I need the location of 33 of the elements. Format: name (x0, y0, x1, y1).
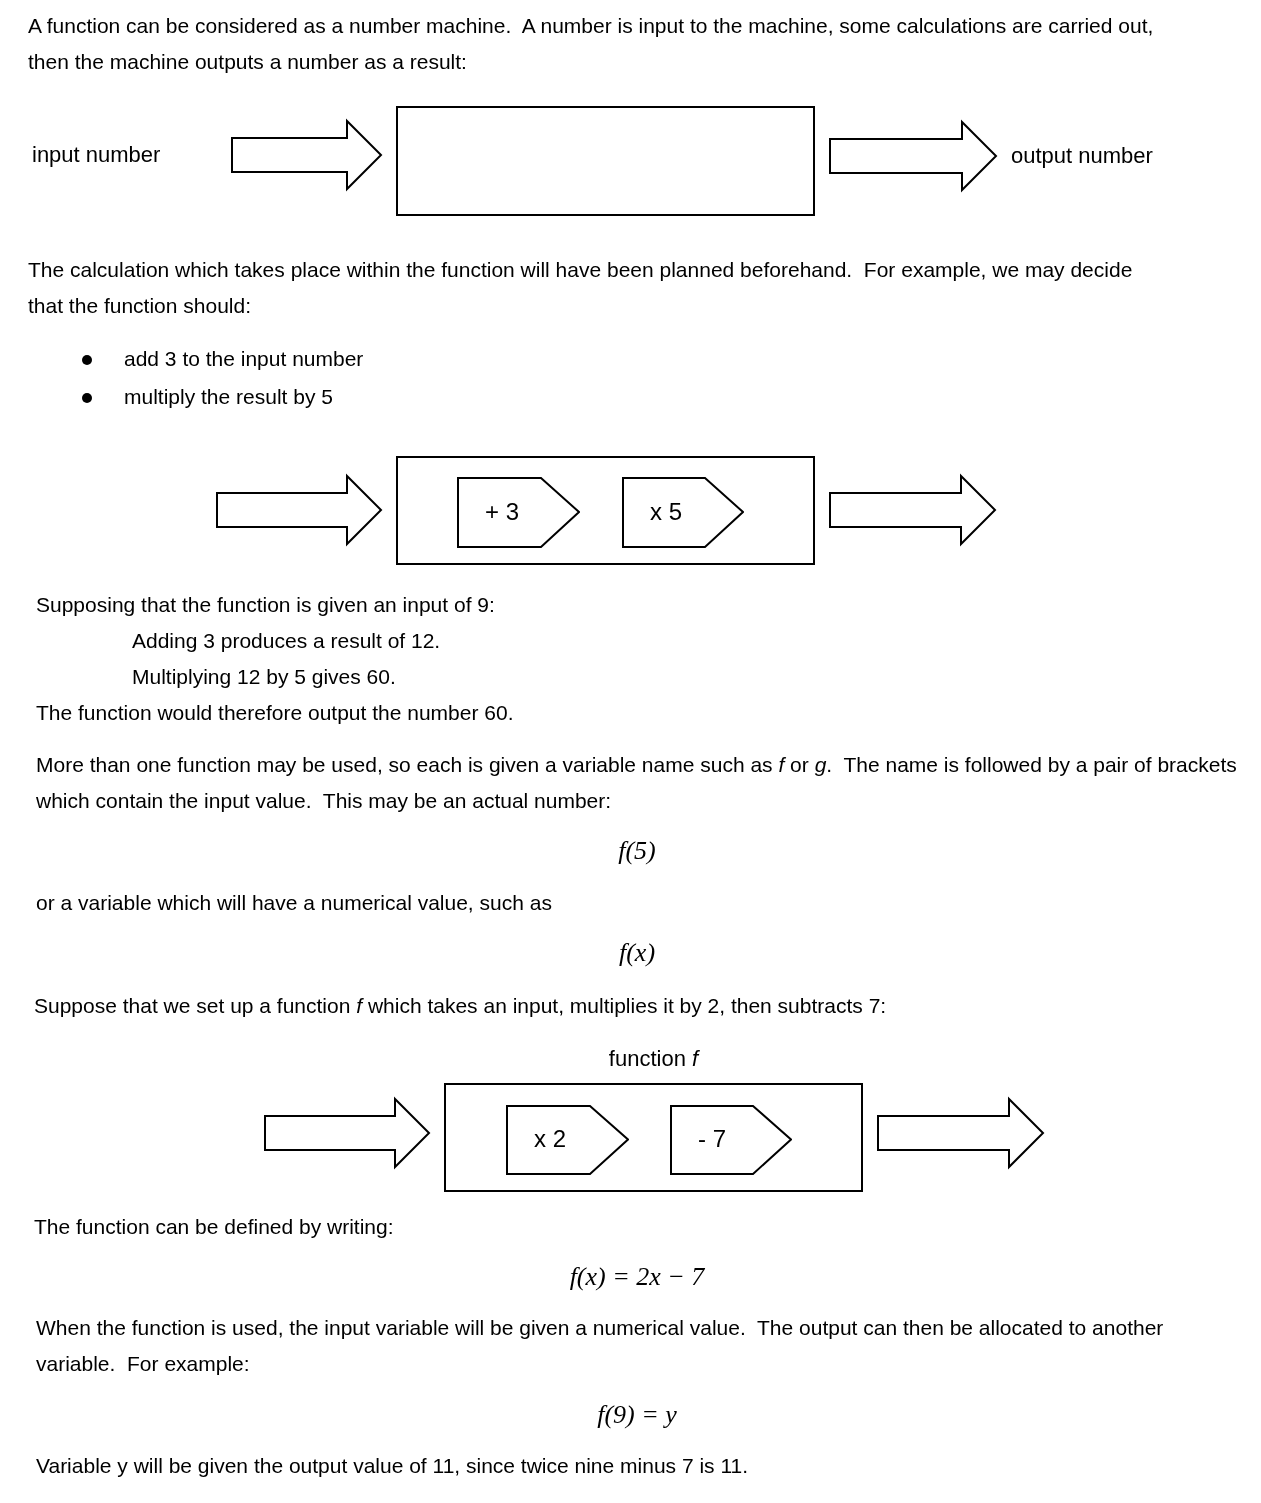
bullet-item: multiply the result by 5 (124, 384, 334, 410)
math-expression: f(5) (617, 835, 657, 867)
paragraph: Multiplying 12 by 5 gives 60. (132, 664, 397, 690)
math-expression: f(x) (617, 937, 657, 969)
paragraph: The function would therefore output the number 60. (36, 700, 515, 726)
io-label: output number (1011, 138, 1211, 174)
block-arrow (216, 473, 383, 547)
paragraph: Variable y will be given the output value of 11, since twice nine minus 7 is 11. (36, 1453, 750, 1479)
block-arrow (877, 1096, 1045, 1170)
paragraph: Supposing that the function is given an input of 9: (36, 592, 496, 618)
machine-box (396, 456, 815, 565)
operation-label: x 5 (650, 497, 682, 526)
block-arrow (829, 473, 997, 547)
paragraph: Suppose that we set up a function f which takes an input, multiplies it by 2, then subtracts 7: (34, 993, 888, 1019)
bullet-item: add 3 to the input number (124, 346, 365, 372)
block-arrow (231, 118, 383, 192)
paragraph: The calculation which takes place within the function will have been planned beforehand. For example, we may decide that the function should: (28, 257, 1134, 319)
operation-label: x 2 (534, 1125, 566, 1153)
machine-box (396, 106, 815, 216)
paragraph: More than one function may be used, so each is given a variable name such as f or g. The name is followed by a pair of brackets which contain the input value. This may be an actual number: (36, 752, 1238, 814)
io-label: input number (32, 137, 202, 173)
block-arrow (829, 119, 998, 193)
paragraph: A function can be considered as a number machine. A number is input to the machine, some calculations are carried out, then the machine outputs a number as a result: (28, 13, 1155, 75)
machine-heading: function f (607, 1046, 701, 1072)
math-expression: f(x) = 2x − 7 (568, 1261, 706, 1293)
paragraph: The function can be defined by writing: (34, 1214, 395, 1240)
paragraph: Adding 3 produces a result of 12. (132, 628, 442, 654)
paragraph: When the function is used, the input variable will be given a numerical value. The output can then be allocated to another variable. For example: (36, 1315, 1165, 1377)
operation-label: + 3 (485, 497, 520, 526)
math-expression: f(9) = y (596, 1399, 678, 1431)
paragraph: or a variable which will have a numerical value, such as (36, 890, 553, 916)
operation-label: - 7 (698, 1125, 726, 1153)
block-arrow (264, 1096, 431, 1170)
